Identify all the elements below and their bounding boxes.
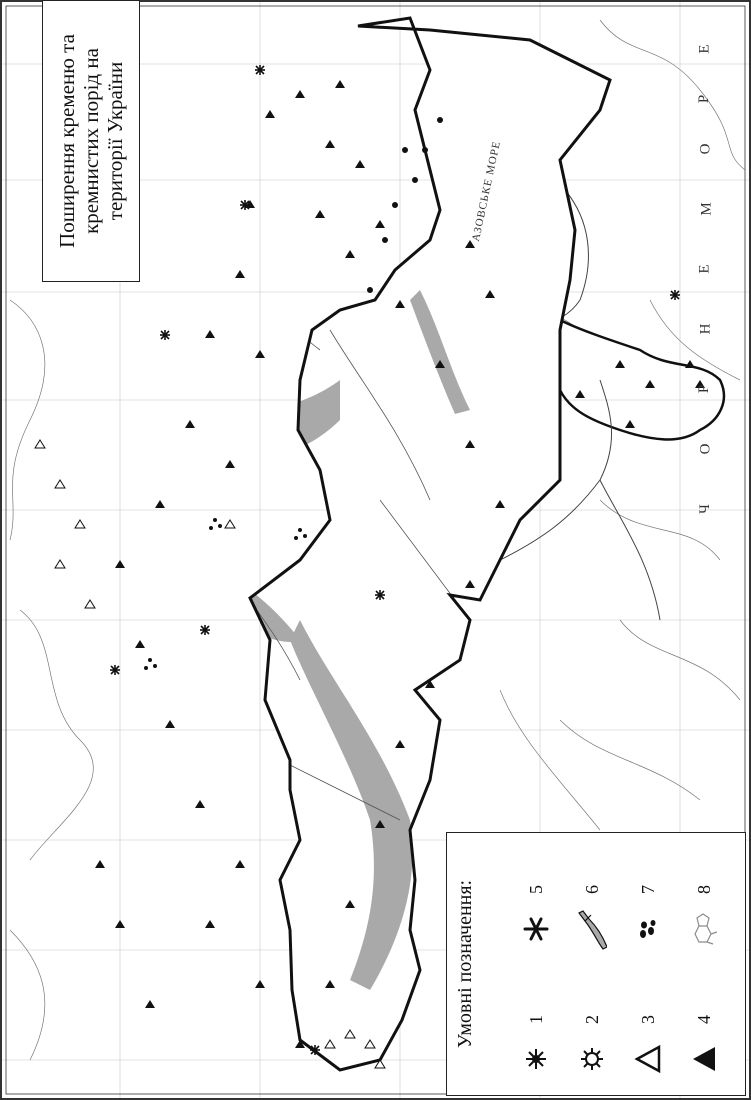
- legend-box: Умовні позначення: 1 2 3: [446, 832, 746, 1096]
- legend-number: 2: [581, 1015, 602, 1024]
- asterisk-icon: [511, 904, 561, 954]
- nodule-cluster-icon: [623, 904, 673, 954]
- legend-number: 4: [693, 1015, 714, 1024]
- legend-item: 6: [564, 834, 620, 954]
- polygon-mesh-icon: [679, 904, 729, 954]
- black-sea-letter: Н: [697, 322, 714, 335]
- legend-item: 3: [620, 964, 676, 1084]
- legend-number: 8: [693, 885, 714, 894]
- crimea: [555, 318, 726, 441]
- starburst-markers: [367, 117, 443, 293]
- black-sea-letter: Р: [696, 383, 713, 394]
- legend-number: 7: [637, 885, 658, 894]
- black-sea-coast: [499, 379, 661, 621]
- black-sea-letter: Е: [696, 43, 713, 54]
- triangle-outline-icon: [623, 1034, 673, 1084]
- black-sea-letter: М: [698, 201, 715, 216]
- legend-heading: Умовні позначення:: [454, 879, 476, 1049]
- legend-item: 1: [508, 964, 564, 1084]
- map-title: Поширення кременю та кремнистих порід на…: [55, 34, 127, 248]
- star-burst-icon: [511, 1034, 561, 1084]
- nodule-clusters: [144, 518, 307, 670]
- legend-number: 1: [525, 1015, 546, 1024]
- black-sea-letter: Е: [696, 263, 713, 274]
- legend-item: 7: [620, 834, 676, 954]
- legend-item: 8: [676, 834, 732, 954]
- legend-number: 3: [637, 1015, 658, 1024]
- legend-item: 2: [564, 964, 620, 1084]
- triangle-filled-icon: [679, 1034, 729, 1084]
- legend-item: 4: [676, 964, 732, 1084]
- legend-content: Умовні позначення: 1 2 3: [448, 834, 744, 1094]
- black-sea-letter: О: [697, 442, 714, 455]
- map-title-box: Поширення кременю та кремнистих порід на…: [42, 0, 140, 282]
- black-sea-letter: Р: [696, 93, 713, 104]
- asterisk-markers: [110, 65, 680, 1055]
- legend-number: 6: [581, 885, 602, 894]
- legend-item: 5: [508, 834, 564, 954]
- sun-outline-icon: [567, 1034, 617, 1084]
- legend-column-right: 5 6 7 8: [508, 834, 732, 954]
- outline-triangles: [34, 439, 386, 1069]
- black-sea-letter: Ч: [696, 503, 713, 514]
- legend-number: 5: [525, 885, 546, 894]
- legend-column-left: 1 2 3 4: [508, 964, 732, 1084]
- deposit-triangles: [95, 80, 705, 1048]
- river-deposit-icon: [567, 904, 617, 954]
- black-sea-letter: О: [697, 142, 714, 155]
